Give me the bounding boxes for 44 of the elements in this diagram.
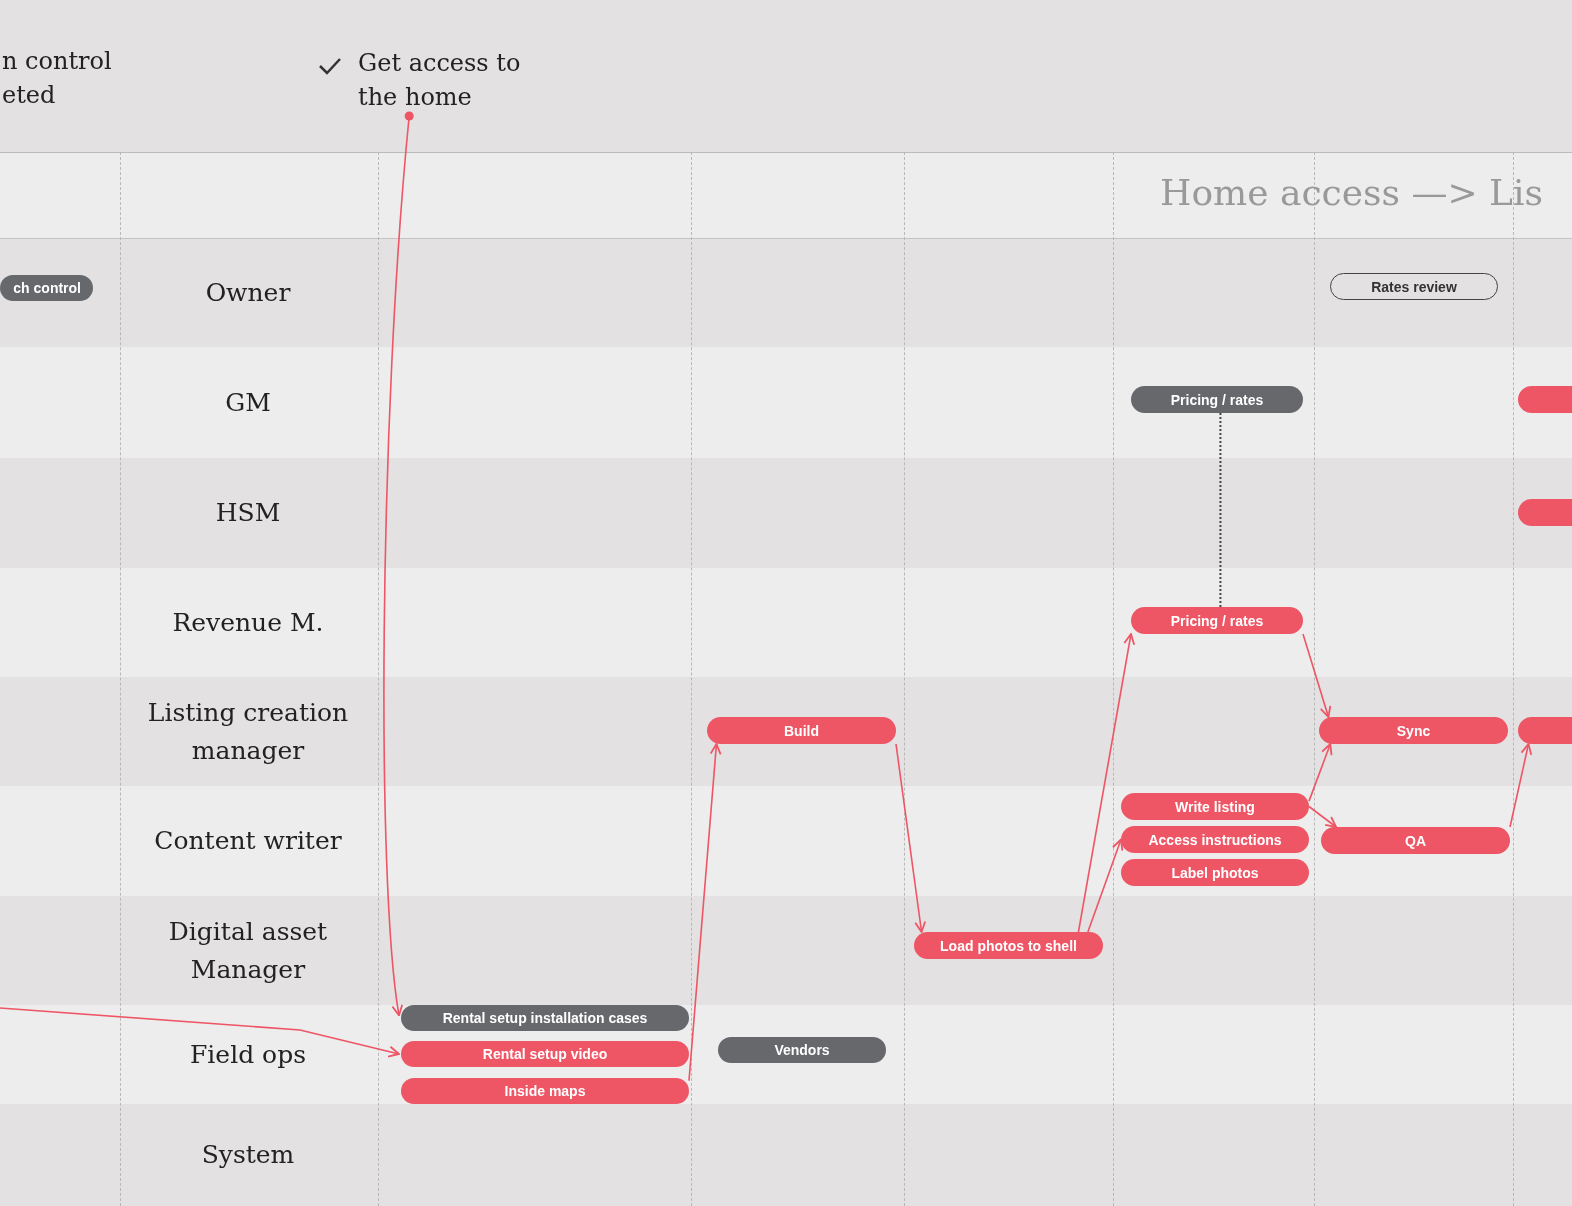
- lane-label: Owner: [204, 277, 292, 309]
- lane-label: Listing creation manager: [146, 696, 350, 767]
- swimlane: [0, 786, 1572, 896]
- step-pill: Access instructions: [1121, 826, 1309, 853]
- lane-label: Digital asset Manager: [167, 915, 329, 986]
- goal-note: n control eted: [2, 46, 113, 111]
- section-heading: Home access —> Lis: [1160, 172, 1544, 213]
- step-pill: Pricing / rates: [1131, 607, 1303, 634]
- swimlane: [0, 347, 1572, 458]
- lane-label: HSM: [214, 497, 282, 529]
- swimlane: [0, 1005, 1572, 1104]
- arrow: [1077, 633, 1136, 933]
- lane-label: GM: [224, 386, 272, 419]
- arrow: [1509, 743, 1533, 828]
- step-pill: Load photos to shell: [914, 932, 1103, 959]
- lane-label: Content writer: [153, 825, 343, 857]
- step-bar: [1518, 717, 1572, 744]
- lane-label: Field ops: [189, 1038, 307, 1071]
- step-bar: [1518, 499, 1572, 526]
- dotted-connector: [1219, 412, 1222, 608]
- arrow: [1302, 633, 1332, 718]
- step-pill: Label photos: [1121, 859, 1309, 886]
- arrow: [1308, 743, 1333, 802]
- lane-label: System: [200, 1139, 296, 1171]
- lane-label: Revenue M.: [171, 606, 325, 639]
- step-pill: Pricing / rates: [1131, 386, 1303, 413]
- step-pill: Rental setup video: [401, 1041, 689, 1067]
- swimlane: [0, 568, 1572, 677]
- arrow: [688, 743, 722, 1082]
- arrow: [1308, 805, 1337, 828]
- arrow: [0, 1007, 400, 1058]
- step-pill: Sync: [1319, 717, 1508, 744]
- step-pill: ch control: [0, 275, 93, 301]
- step-bar: [1518, 386, 1572, 413]
- arrow: [383, 111, 414, 1017]
- step-pill: Vendors: [718, 1037, 886, 1063]
- step-pill: Inside maps: [401, 1078, 689, 1104]
- step-pill: QA: [1321, 827, 1510, 854]
- goal-note: Get access to the home: [358, 48, 522, 113]
- arrow: [1087, 838, 1124, 933]
- arrow: [895, 743, 927, 933]
- step-pill: Build: [707, 717, 896, 744]
- step-pill: Rental setup installation cases: [401, 1005, 689, 1031]
- step-pill: Write listing: [1121, 793, 1309, 820]
